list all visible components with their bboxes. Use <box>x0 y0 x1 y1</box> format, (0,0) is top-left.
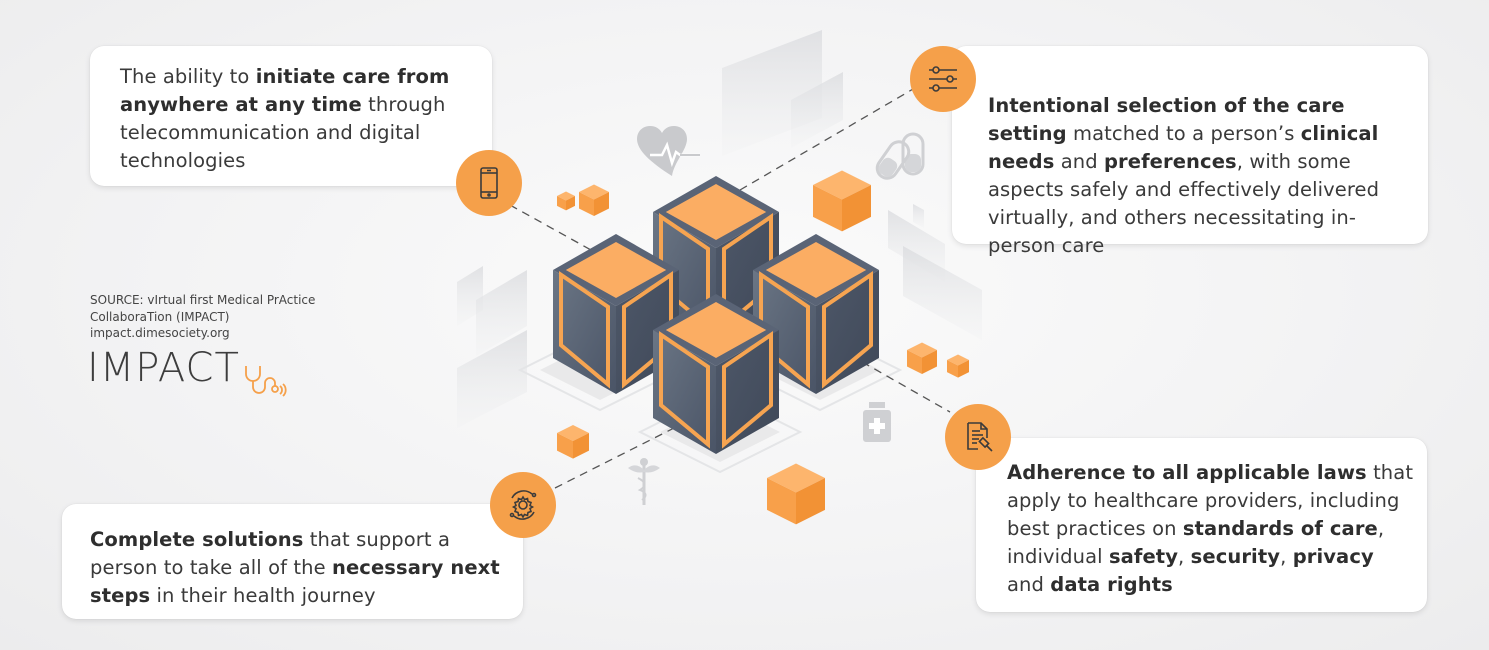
orange-cube <box>579 184 609 216</box>
source-url: impact.dimesociety.org <box>90 326 230 340</box>
pills-icon <box>875 132 925 180</box>
card-text: The ability to initiate care from anywhe… <box>120 63 472 175</box>
source-line-1: SOURCE: vIrtual first Medical PrActice <box>90 293 316 307</box>
orange-cube <box>907 342 937 374</box>
body-text: , <box>1280 545 1293 568</box>
small-cubes <box>557 170 969 525</box>
body-text: , <box>1178 545 1191 568</box>
cube-frame <box>659 331 710 449</box>
source-line-2: CollaboraTion (IMPACT) <box>90 309 230 324</box>
source-citation: SOURCE: vIrtual first Medical PrActice C… <box>90 292 315 342</box>
emphasis-text: clinical needs <box>988 122 1379 173</box>
emphasis-text: security <box>1190 545 1281 568</box>
emphasis-text: preferences <box>1104 150 1237 173</box>
card-laws-adherence: Adherence to all applicable laws that ap… <box>976 438 1427 612</box>
emphasis-text: Complete solutions <box>90 528 304 551</box>
caduceus-icon <box>628 458 660 505</box>
body-text: , individual <box>1007 517 1385 568</box>
emphasis-text: safety <box>1108 545 1179 568</box>
stethoscope-icon <box>244 364 290 403</box>
emphasis-text: data rights <box>1050 573 1173 596</box>
heart-pulse-icon <box>637 126 700 176</box>
card-initiate-care: The ability to initiate care from anywhe… <box>90 46 492 186</box>
body-text: that apply to healthcare providers, incl… <box>1007 461 1414 540</box>
cube-frame <box>822 271 873 389</box>
emphasis-text: necessary next steps <box>90 556 500 607</box>
orange-cube <box>813 170 871 232</box>
medicine-bottle-icon <box>863 402 891 442</box>
orange-cube <box>557 191 575 211</box>
orange-cube <box>557 425 589 459</box>
block-cube <box>553 234 679 394</box>
impact-logo: IMPACT <box>87 345 240 391</box>
card-complete-solutions: Complete solutions that support a person… <box>62 504 523 619</box>
main-cubes <box>553 176 879 454</box>
card-text: Intentional selection of the care settin… <box>988 92 1418 260</box>
body-text: matched to a person’s <box>1066 122 1301 145</box>
emphasis-text: Adherence to all applicable laws <box>1007 461 1367 484</box>
body-text: in their health journey <box>150 584 376 607</box>
body-text: and <box>1054 150 1104 173</box>
legal-document-gavel-icon <box>945 404 1011 470</box>
card-text: Adherence to all applicable laws that ap… <box>1007 459 1417 599</box>
card-text: Complete solutions that support a person… <box>90 526 511 610</box>
body-text: The ability to <box>120 65 256 88</box>
emphasis-text: Intentional selection of the care settin… <box>988 94 1345 145</box>
cube-frame <box>559 271 610 389</box>
gear-orbit-icon <box>490 472 556 538</box>
body-text: through telecommunication and digital te… <box>120 93 446 172</box>
emphasis-text: privacy <box>1292 545 1374 568</box>
body-text: , with some aspects safely and effective… <box>988 150 1380 257</box>
body-text: that support a person to take all of the <box>90 528 451 579</box>
sliders-icon <box>910 46 976 112</box>
card-care-setting: Intentional selection of the care settin… <box>952 46 1428 257</box>
orange-cube <box>947 354 969 378</box>
body-text: and <box>1007 573 1051 596</box>
orange-cube <box>767 463 825 525</box>
emphasis-text: standards of care <box>1182 517 1378 540</box>
smartphone-icon <box>456 150 522 216</box>
emphasis-text: initiate care from anywhere at any time <box>120 65 450 116</box>
cube-frame <box>722 331 773 449</box>
block-cube <box>653 294 779 454</box>
